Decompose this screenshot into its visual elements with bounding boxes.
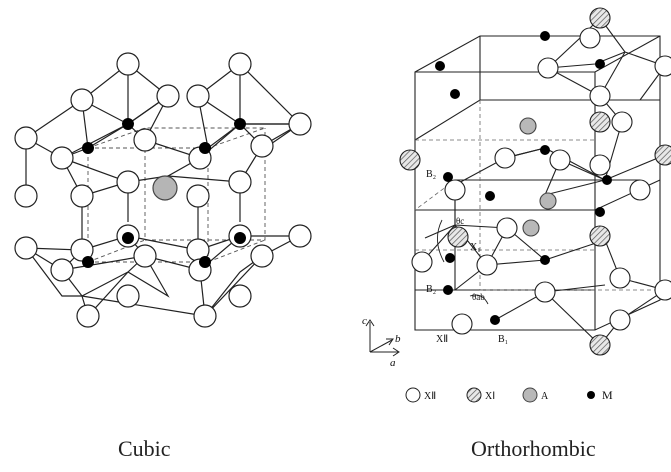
legend: XⅡ XⅠ A M: [405, 387, 613, 403]
label-b1: B₁: [498, 334, 508, 345]
legend-a-label: A: [541, 391, 549, 402]
label-b2-top: B₂: [426, 169, 436, 180]
legend-x1-label: XⅠ: [485, 391, 495, 402]
caption-cubic: Cubic: [118, 436, 171, 461]
axis-c-label: c: [362, 315, 367, 327]
axis-a-label: a: [390, 357, 396, 369]
label-x2: XⅡ: [436, 334, 448, 345]
cubic-atoms: [14, 52, 312, 328]
legend-grey-circle-icon: [522, 387, 538, 403]
legend-hatched-circle-icon: [466, 387, 482, 403]
legend-black-dot-icon: [587, 391, 595, 399]
legend-x2-label: XⅡ: [424, 391, 436, 402]
legend-m-label: M: [602, 388, 613, 402]
axes-triad: [365, 319, 400, 357]
label-b2-bottom: B₂: [426, 284, 436, 295]
caption-orthorhombic: Orthorhombic: [471, 436, 596, 461]
legend-open-circle-icon: [405, 387, 421, 403]
orthorhombic-atoms: [399, 7, 671, 356]
axis-b-label: b: [395, 333, 401, 345]
label-theta-ab: θab: [472, 292, 485, 302]
atom-labels: B₂ θc X₁ B₂ θab XⅡ B₁: [426, 169, 508, 345]
label-x1: X₁: [470, 242, 481, 253]
label-theta-c: θc: [456, 216, 464, 226]
